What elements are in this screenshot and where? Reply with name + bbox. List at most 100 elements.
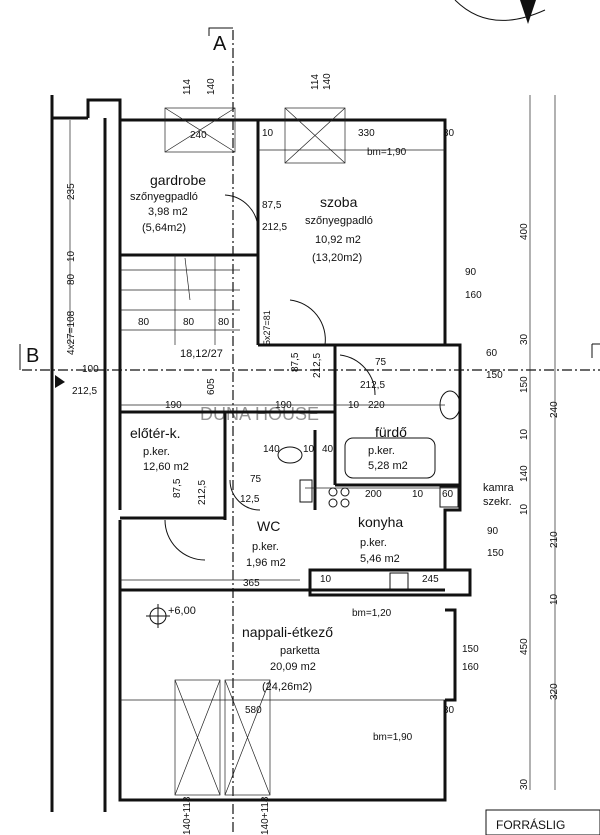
dim-80-b: 80 [183, 317, 195, 328]
dim-40: 40 [322, 444, 334, 455]
dim-212-5-d: 212,5 [360, 380, 385, 391]
dim-10-d: 10 [412, 489, 424, 500]
dim-60: 60 [486, 348, 498, 359]
right-dim-140: 140 [519, 465, 530, 482]
dim-245: 245 [422, 574, 439, 585]
room-area-furdo: 5,28 m2 [368, 460, 408, 472]
room-name-szoba: szoba [320, 194, 358, 210]
dim-10-c: 10 [303, 444, 315, 455]
room-area-nappali: 20,09 m2 [270, 661, 316, 673]
right-dim-10-a: 10 [519, 428, 530, 440]
dim-10-v: 10 [66, 250, 77, 262]
dim-10-a: 10 [262, 128, 274, 139]
dim-80-v: 80 [66, 273, 77, 285]
dim-240: 240 [190, 130, 207, 141]
dim-90-b: 90 [487, 526, 499, 537]
right-dim-450: 450 [519, 638, 530, 655]
dim-30-a: 30 [443, 128, 455, 139]
dim-140-b: 140 [322, 73, 333, 90]
dim-12-5: 12,5 [240, 494, 260, 505]
room-kamra-line2: szekr. [483, 496, 512, 508]
room-kamra-line1: kamra [483, 482, 514, 494]
dim-87-5-a: 87,5 [262, 200, 282, 211]
room-name-konyha: konyha [358, 514, 403, 530]
right-dim-30-b: 30 [519, 778, 530, 790]
dim-190-b: 190 [275, 400, 292, 411]
right-dim-10-c: 10 [549, 593, 560, 605]
right-dim-400: 400 [519, 223, 530, 240]
room-area-wc: 1,96 m2 [246, 557, 286, 569]
room-area2-szoba: (13,20m2) [312, 252, 362, 264]
dim-140-c: 140 [263, 444, 280, 455]
section-label-b: B [26, 345, 39, 367]
room-floor-gardrobe: szőnyegpadló [130, 191, 198, 203]
dim-160-a: 160 [465, 290, 482, 301]
dim-140-118-a: 140+118 [182, 796, 193, 835]
dim-90-a: 90 [465, 267, 477, 278]
roof-windows [164, 107, 346, 796]
north-arrow-icon [454, 0, 546, 24]
dim-212-5-e: 212,5 [197, 480, 208, 505]
dim-365: 365 [243, 578, 260, 589]
dim-140-a: 140 [206, 78, 217, 95]
room-floor-wc: p.ker. [252, 541, 279, 553]
dim-87-5-c: 87,5 [172, 478, 183, 498]
stair-label: 18,12/27 [180, 348, 223, 360]
dim-10-b: 10 [348, 400, 360, 411]
corner-label: FORRÁSLIG [496, 817, 565, 832]
level-marker: +6,00 [146, 604, 196, 628]
dim-87-5-b: 87,5 [290, 352, 301, 372]
dim-114-b: 114 [310, 74, 321, 90]
dim-190-a: 190 [165, 400, 182, 411]
dim-5x27: 5x27=81 [262, 310, 272, 345]
room-area-konyha: 5,46 m2 [360, 553, 400, 565]
level-value: +6,00 [168, 605, 196, 617]
walls [50, 95, 472, 812]
dim-580: 580 [245, 705, 262, 716]
dim-200: 200 [365, 489, 382, 500]
room-name-wc: WC [257, 518, 280, 534]
dim-212-5-a: 212,5 [262, 222, 287, 233]
room-name-furdo: fürdő [375, 424, 407, 440]
dim-bm-3: bm=1,90 [373, 732, 413, 743]
dim-220: 220 [368, 400, 385, 411]
staircase [120, 255, 240, 345]
room-name-eloter: előtér-k. [130, 425, 181, 441]
room-floor-konyha: p.ker. [360, 537, 387, 549]
dim-235: 235 [66, 183, 77, 200]
room-area-eloter: 12,60 m2 [143, 461, 189, 473]
room-floor-furdo: p.ker. [368, 445, 395, 457]
dim-bm-1: bm=1,90 [367, 147, 407, 158]
dim-100: 100 [82, 364, 99, 375]
section-label-a: A [213, 33, 227, 55]
dim-150-a: 150 [486, 370, 503, 381]
dim-bm-2: bm=1,20 [352, 608, 392, 619]
room-floor-eloter: p.ker. [143, 446, 170, 458]
dim-114-a: 114 [182, 79, 193, 95]
room-area-szoba: 10,92 m2 [315, 234, 361, 246]
dim-140-118-b: 140+118 [260, 796, 271, 835]
dim-212-5-c: 212,5 [312, 353, 323, 378]
dim-150-c: 150 [462, 644, 479, 655]
right-dim-150: 150 [519, 376, 530, 393]
right-dim-240: 240 [549, 401, 560, 418]
dim-605: 605 [206, 378, 217, 395]
dimension-lines [69, 95, 556, 790]
room-area2-gardrobe: (5,64m2) [142, 222, 186, 234]
right-dim-320: 320 [549, 683, 560, 700]
dim-4x27: 4x27=108 [66, 310, 77, 355]
dim-30-b: 30 [443, 705, 455, 716]
dim-60-b: 60 [442, 489, 454, 500]
right-dim-210: 210 [549, 531, 560, 548]
dim-330: 330 [358, 128, 375, 139]
right-dim-10-b: 10 [519, 503, 530, 515]
room-area2-nappali: (24,26m2) [262, 681, 312, 693]
room-floor-szoba: szőnyegpadló [305, 215, 373, 227]
dim-75-b: 75 [250, 474, 262, 485]
dim-75-a: 75 [375, 357, 387, 368]
dim-150-b: 150 [487, 548, 504, 559]
watermark-text: DUNA HOUSE [200, 404, 319, 424]
room-floor-nappali: parketta [280, 645, 321, 657]
room-area-gardrobe: 3,98 m2 [148, 206, 188, 218]
